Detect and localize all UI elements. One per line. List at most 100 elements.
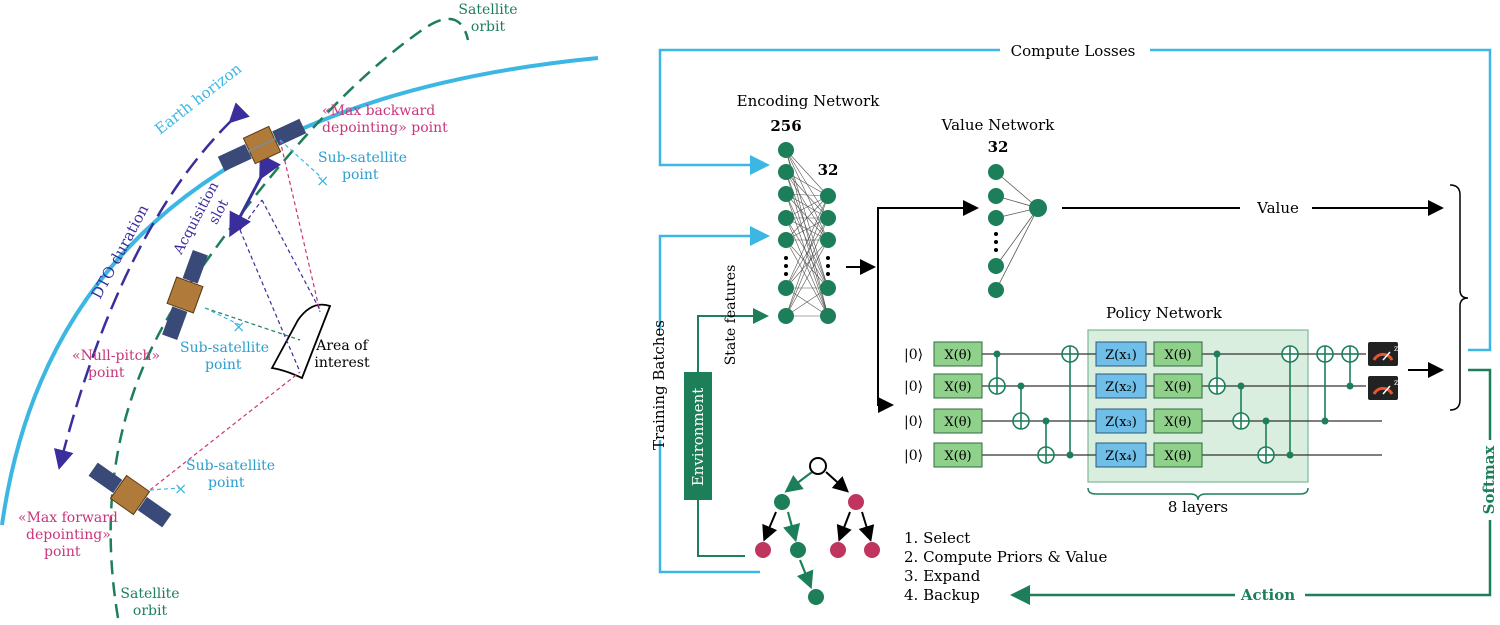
x-theta-gate-label: X(θ) bbox=[1164, 415, 1191, 430]
ellipsis-dot bbox=[784, 272, 788, 276]
ellipsis-dot bbox=[994, 240, 998, 244]
acquisition-slot-label: Acquisitionslot bbox=[170, 179, 237, 266]
action-label: Action bbox=[1240, 586, 1295, 604]
svg-text:z: z bbox=[1394, 378, 1398, 387]
value-node bbox=[988, 282, 1004, 298]
step-compute-priors: 2. Compute Priors & Value bbox=[904, 548, 1107, 566]
encoding-node bbox=[778, 164, 794, 180]
encoding-node bbox=[778, 142, 794, 158]
encoding-node bbox=[778, 186, 794, 202]
null-pitch-label: «Null-pitch»point bbox=[72, 348, 160, 381]
split-to-value-arrow bbox=[877, 200, 979, 267]
cnot-control bbox=[1262, 417, 1270, 425]
encoding-edge bbox=[785, 149, 829, 197]
value-output-node bbox=[1029, 199, 1047, 217]
value-node bbox=[988, 210, 1004, 226]
training-batches-label: Training Batches bbox=[650, 320, 668, 450]
value-network-edges bbox=[995, 171, 1039, 291]
encoding-edge bbox=[785, 193, 829, 241]
satellite-icon-top bbox=[217, 118, 307, 172]
mcts-node bbox=[864, 542, 880, 558]
cnot-control bbox=[993, 350, 1001, 358]
encoding-edge bbox=[785, 239, 829, 289]
z-gate-label: Z(x₄) bbox=[1105, 449, 1137, 464]
encoding-node bbox=[778, 232, 794, 248]
encoding-32-label: 32 bbox=[818, 161, 839, 179]
encoding-node bbox=[820, 280, 836, 296]
mcts-steps: 1. Select 2. Compute Priors & Value 3. E… bbox=[904, 529, 1112, 604]
ellipsis-dot bbox=[994, 232, 998, 236]
eight-layers-label: 8 layers bbox=[1168, 498, 1228, 516]
value-node bbox=[988, 188, 1004, 204]
dto-duration-arrow bbox=[54, 102, 250, 470]
state-features-line bbox=[697, 308, 769, 372]
sight-lines bbox=[149, 139, 323, 491]
step-select: 1. Select bbox=[904, 529, 970, 547]
cnot-control bbox=[1286, 451, 1294, 459]
x-theta-gate-label: X(θ) bbox=[944, 449, 971, 464]
x-theta-gate bbox=[1153, 373, 1203, 399]
x-theta-gate bbox=[933, 341, 983, 367]
ellipsis-dot bbox=[826, 256, 830, 260]
mcts-tree bbox=[755, 457, 880, 605]
right-panel: Compute Losses Training Batches Environm… bbox=[646, 40, 1500, 606]
encoding-edge bbox=[785, 193, 829, 289]
x-theta-gate bbox=[1153, 341, 1203, 367]
area-of-interest-shape bbox=[270, 303, 332, 380]
satellite-icon-middle bbox=[162, 249, 208, 341]
x-theta-gate-label: X(θ) bbox=[1164, 380, 1191, 395]
cnot-control bbox=[1237, 382, 1245, 390]
x-theta-gate-label: X(θ) bbox=[944, 348, 971, 363]
sub-satellite-mark-2: × bbox=[232, 317, 245, 336]
measurement-meter-2: z bbox=[1368, 376, 1398, 400]
quantum-gates: |0⟩X(θ)Z(x₁)X(θ)|0⟩X(θ)Z(x₂)X(θ)|0⟩X(θ)Z… bbox=[904, 341, 1203, 468]
svg-text:z: z bbox=[1394, 344, 1398, 353]
mcts-root-node bbox=[809, 457, 827, 475]
cnot-control bbox=[1066, 451, 1074, 459]
ket-zero-label: |0⟩ bbox=[904, 347, 923, 363]
encoding-node bbox=[778, 210, 794, 226]
value-edge bbox=[995, 207, 1039, 291]
mcts-node bbox=[790, 542, 806, 558]
dto-duration-label: DTO duration bbox=[88, 201, 153, 302]
x-theta-gate bbox=[1153, 442, 1203, 468]
acquisition-slot-arrow bbox=[229, 153, 282, 238]
satellite-icon-bottom bbox=[88, 462, 172, 528]
step-backup: 4. Backup bbox=[904, 586, 980, 604]
x-theta-gate bbox=[1153, 408, 1203, 434]
ket-zero-label: |0⟩ bbox=[904, 414, 923, 430]
encoding-edge bbox=[785, 217, 829, 289]
value-network-nodes bbox=[988, 164, 1047, 298]
x-theta-gate-label: X(θ) bbox=[1164, 449, 1191, 464]
x-theta-gate-label: X(θ) bbox=[1164, 348, 1191, 363]
value-node bbox=[988, 164, 1004, 180]
x-theta-gate-label: X(θ) bbox=[944, 415, 971, 430]
state-features-label: State features bbox=[723, 265, 739, 366]
encoding-node bbox=[820, 232, 836, 248]
mcts-node bbox=[830, 542, 846, 558]
earth-horizon-label: Earth horizon bbox=[151, 59, 245, 138]
environment-label: Environment bbox=[689, 388, 707, 487]
z-gate bbox=[1095, 373, 1147, 399]
z-gate bbox=[1095, 341, 1147, 367]
environment-to-tree-line bbox=[697, 500, 745, 557]
mcts-node bbox=[848, 494, 864, 510]
ellipsis-dot bbox=[994, 248, 998, 252]
cnot-control bbox=[1017, 382, 1025, 390]
encoding-edge bbox=[785, 193, 829, 219]
z-gate bbox=[1095, 442, 1147, 468]
value-label: Value bbox=[1256, 199, 1299, 217]
encoding-edge bbox=[785, 171, 829, 197]
z-gate-label: Z(x₁) bbox=[1105, 348, 1137, 363]
encoding-edge bbox=[785, 195, 829, 241]
encoding-node bbox=[820, 188, 836, 204]
z-gate bbox=[1095, 408, 1147, 434]
ellipsis-dot bbox=[826, 264, 830, 268]
